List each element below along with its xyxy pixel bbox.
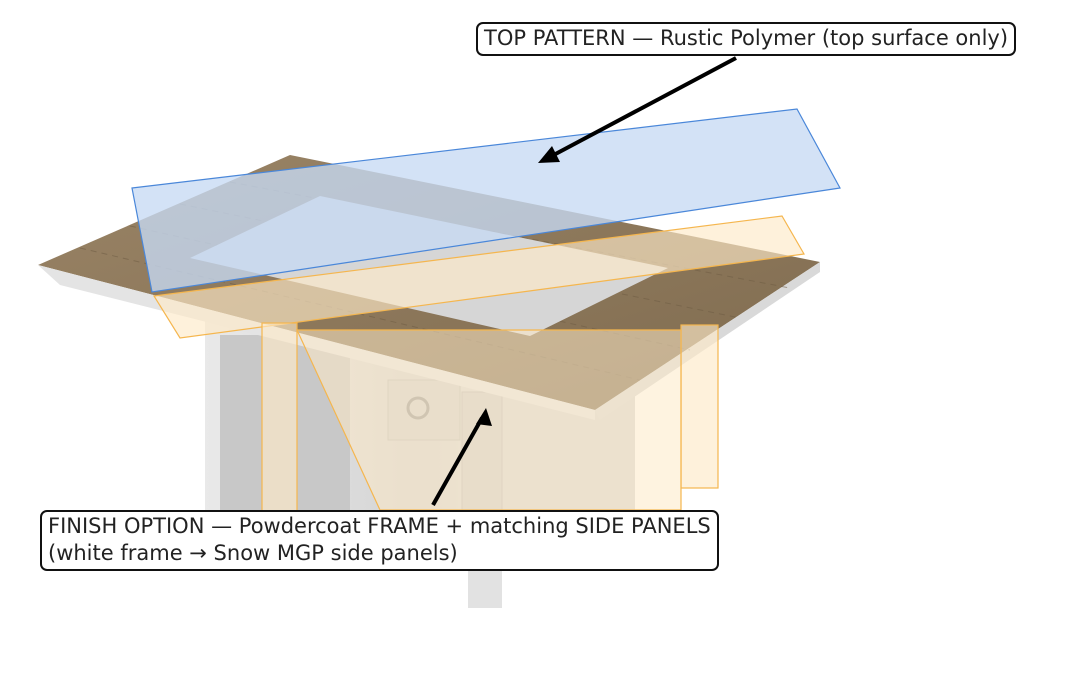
finish-option-arrow [431,408,492,506]
top-pattern-label: TOP PATTERN — Rustic Polymer (top surfac… [484,26,1009,50]
finish-option-label: FINISH OPTION — Powdercoat FRAME + match… [48,514,711,538]
top-pattern-callout: TOP PATTERN — Rustic Polymer (top surfac… [476,22,1017,56]
finish-option-sublabel: (white frame → Snow MGP side panels) [48,541,458,565]
finish-option-callout: FINISH OPTION — Powdercoat FRAME + match… [40,510,719,571]
top-pattern-arrow [538,56,737,163]
top-pattern-highlight [131,108,841,293]
